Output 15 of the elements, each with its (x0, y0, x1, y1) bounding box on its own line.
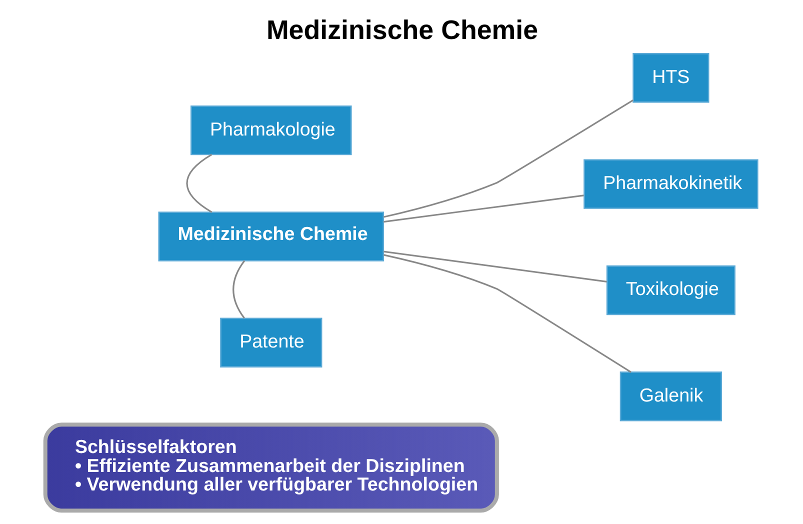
node-box: Schlüsselfaktoren • Effiziente Zusammenarbeit der Disziplinen • Verwendung aller verfügbarer Technologien (43, 422, 499, 513)
node-box: Toxikologie (606, 265, 736, 316)
connector (384, 250, 607, 282)
node-box: HTS (632, 53, 710, 103)
connector (384, 194, 584, 223)
node-box: Pharmakologie (190, 105, 352, 156)
node-box: Pharmakokinetik (584, 159, 758, 209)
node-box: Medizinische Chemie (158, 212, 384, 262)
connector (384, 254, 632, 373)
connector (186, 154, 212, 213)
node-box: Patente (220, 318, 322, 368)
connector (383, 100, 634, 218)
diagram-title: Medizinische Chemie (266, 14, 538, 45)
connector (232, 260, 246, 319)
node-box: Galenik (620, 372, 722, 422)
